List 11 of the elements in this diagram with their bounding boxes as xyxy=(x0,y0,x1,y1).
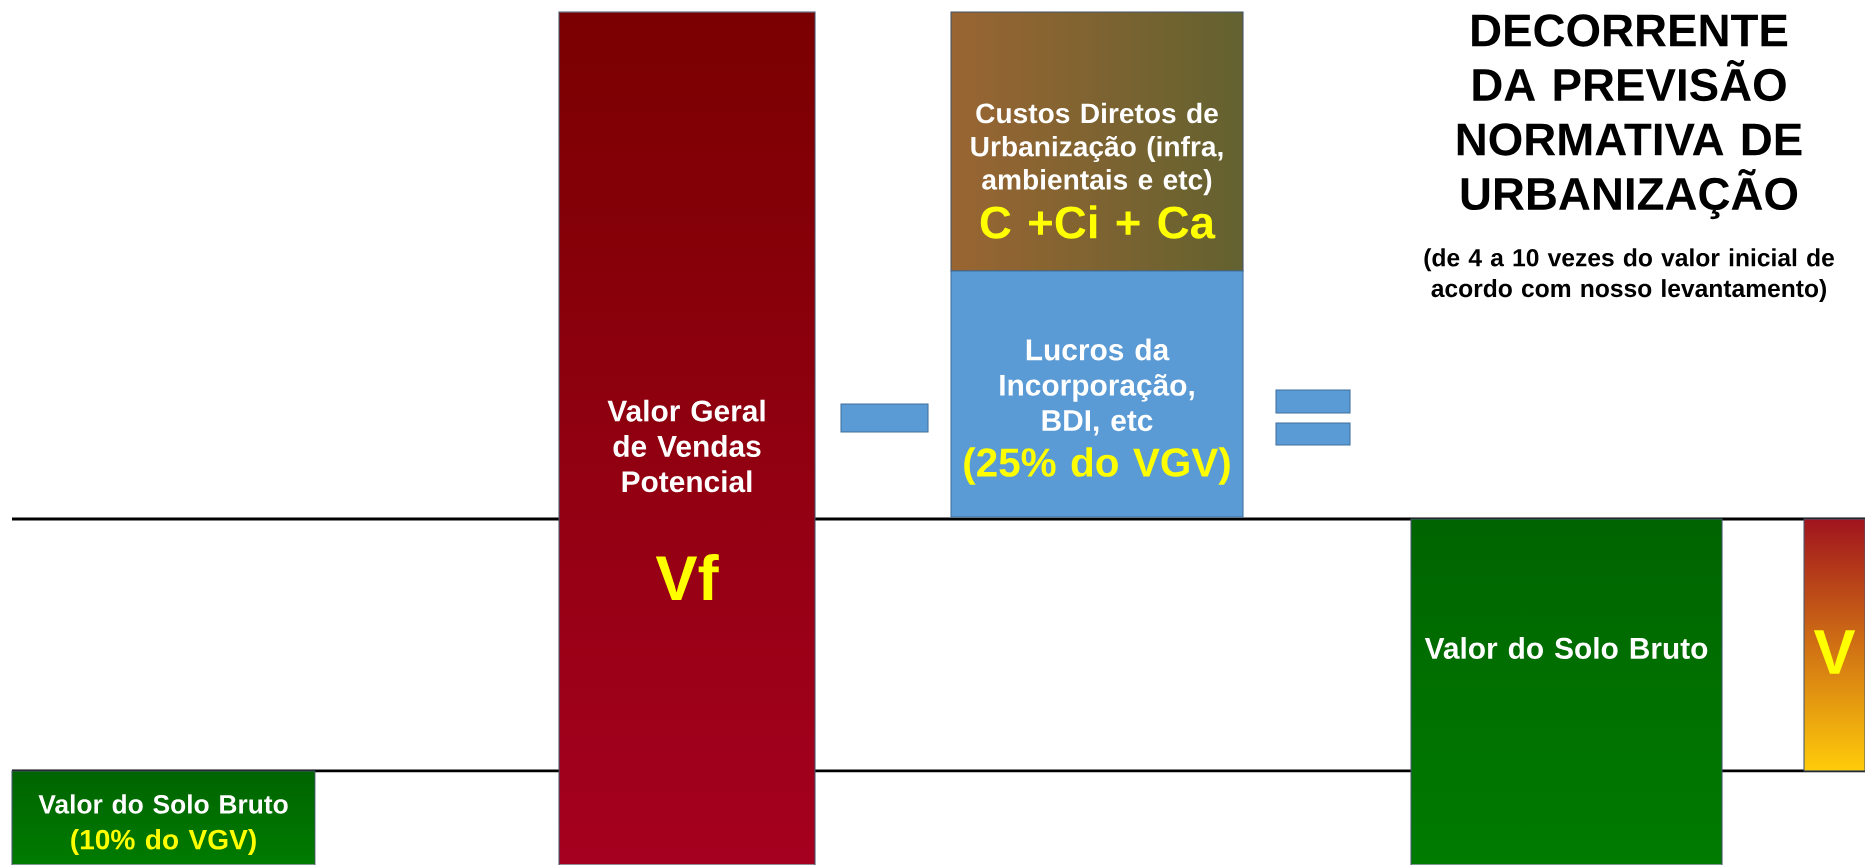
cost-box: Custos Diretos de Urbanização (infra, ambientais e etc) C +Ci + Ca xyxy=(950,11,1244,272)
profit-box: Lucros da Incorporação, BDI, etc (25% do VGV) xyxy=(950,270,1244,518)
value-bar: V xyxy=(1803,518,1865,772)
minus-sign xyxy=(840,403,929,433)
equals-bar xyxy=(1275,422,1351,446)
equals-bar xyxy=(1275,389,1351,414)
note: (de 4 a 10 vezes do valor inicial de acordo com nosso levantamento) xyxy=(1424,248,1834,302)
heading: DECORRENTE DA PREVISÃO NORMATIVA DE URBANIZAÇÃO xyxy=(1457,14,1802,220)
value-bar: Valor Geral de Vendas Potencial Vf xyxy=(558,11,816,865)
land-value-bar: Valor do Solo Bruto xyxy=(1410,518,1723,865)
land-value-box: Valor do Solo Bruto (10% do VGV) xyxy=(11,770,316,865)
